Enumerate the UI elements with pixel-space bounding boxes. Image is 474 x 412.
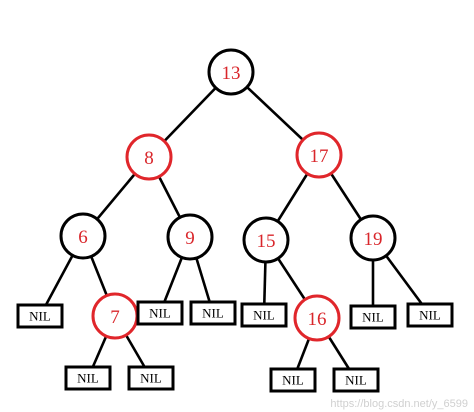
nil-leaf: NIL: [64, 365, 112, 391]
nil-leaf: NIL: [127, 365, 175, 391]
nil-leaf-label: NIL: [77, 371, 99, 386]
tree-node-9: 9: [166, 213, 214, 261]
red-node-circle: [295, 131, 343, 179]
nil-leaf-box: [240, 302, 288, 328]
black-node-circle: [166, 213, 214, 261]
nil-leaf-label: NIL: [29, 309, 51, 324]
tree-node-8: 8: [125, 133, 173, 181]
red-node-circle: [125, 133, 173, 181]
nil-leaf-box: [127, 365, 175, 391]
nil-leaf-box: [64, 365, 112, 391]
node-label: 13: [222, 63, 241, 84]
tree-node-15: 15: [242, 216, 290, 264]
nil-leaf-label: NIL: [140, 371, 162, 386]
tree-node-17: 17: [295, 131, 343, 179]
nil-leaf: NIL: [189, 300, 237, 326]
tree-node-16: 16: [293, 294, 341, 342]
nil-leaf-label: NIL: [253, 308, 275, 323]
nil-leaf-label: NIL: [202, 306, 224, 321]
nil-leaf-box: [16, 303, 64, 329]
nil-leaf-box: [349, 304, 397, 330]
node-label: 15: [257, 231, 276, 252]
nil-leaf-box: [269, 367, 317, 393]
node-label: 16: [308, 309, 327, 330]
nil-leaf: NIL: [240, 302, 288, 328]
nil-leaf-label: NIL: [345, 373, 367, 388]
black-node-circle: [59, 212, 107, 260]
nil-leaf: NIL: [406, 302, 454, 328]
tree-node-7: 7: [91, 292, 139, 340]
node-label: 8: [144, 148, 154, 169]
black-node-circle: [207, 48, 255, 96]
node-label: 17: [310, 146, 329, 167]
nil-leaf-box: [406, 302, 454, 328]
nil-leaf: NIL: [136, 300, 184, 326]
watermark-text: https://blog.csdn.net/y_6599: [330, 398, 468, 410]
nil-leaf-box: [332, 367, 380, 393]
node-label: 6: [78, 227, 88, 248]
nil-leaf: NIL: [332, 367, 380, 393]
nil-leaf-label: NIL: [419, 308, 441, 323]
tree-node-19: 19: [349, 214, 397, 262]
tree-node-13: 13: [207, 48, 255, 96]
nil-leaf-box: [189, 300, 237, 326]
nil-leaf: NIL: [269, 367, 317, 393]
nil-leaf-label: NIL: [149, 306, 171, 321]
nil-leaf-box: [136, 300, 184, 326]
black-node-circle: [242, 216, 290, 264]
nil-leaf: NIL: [16, 303, 64, 329]
tree-node-6: 6: [59, 212, 107, 260]
red-node-circle: [293, 294, 341, 342]
nil-leaf-label: NIL: [282, 373, 304, 388]
black-node-circle: [349, 214, 397, 262]
node-label: 7: [110, 307, 120, 328]
node-label: 19: [364, 229, 383, 250]
node-label: 9: [185, 228, 195, 249]
nil-leaf: NIL: [349, 304, 397, 330]
nil-leaf-label: NIL: [362, 310, 384, 325]
